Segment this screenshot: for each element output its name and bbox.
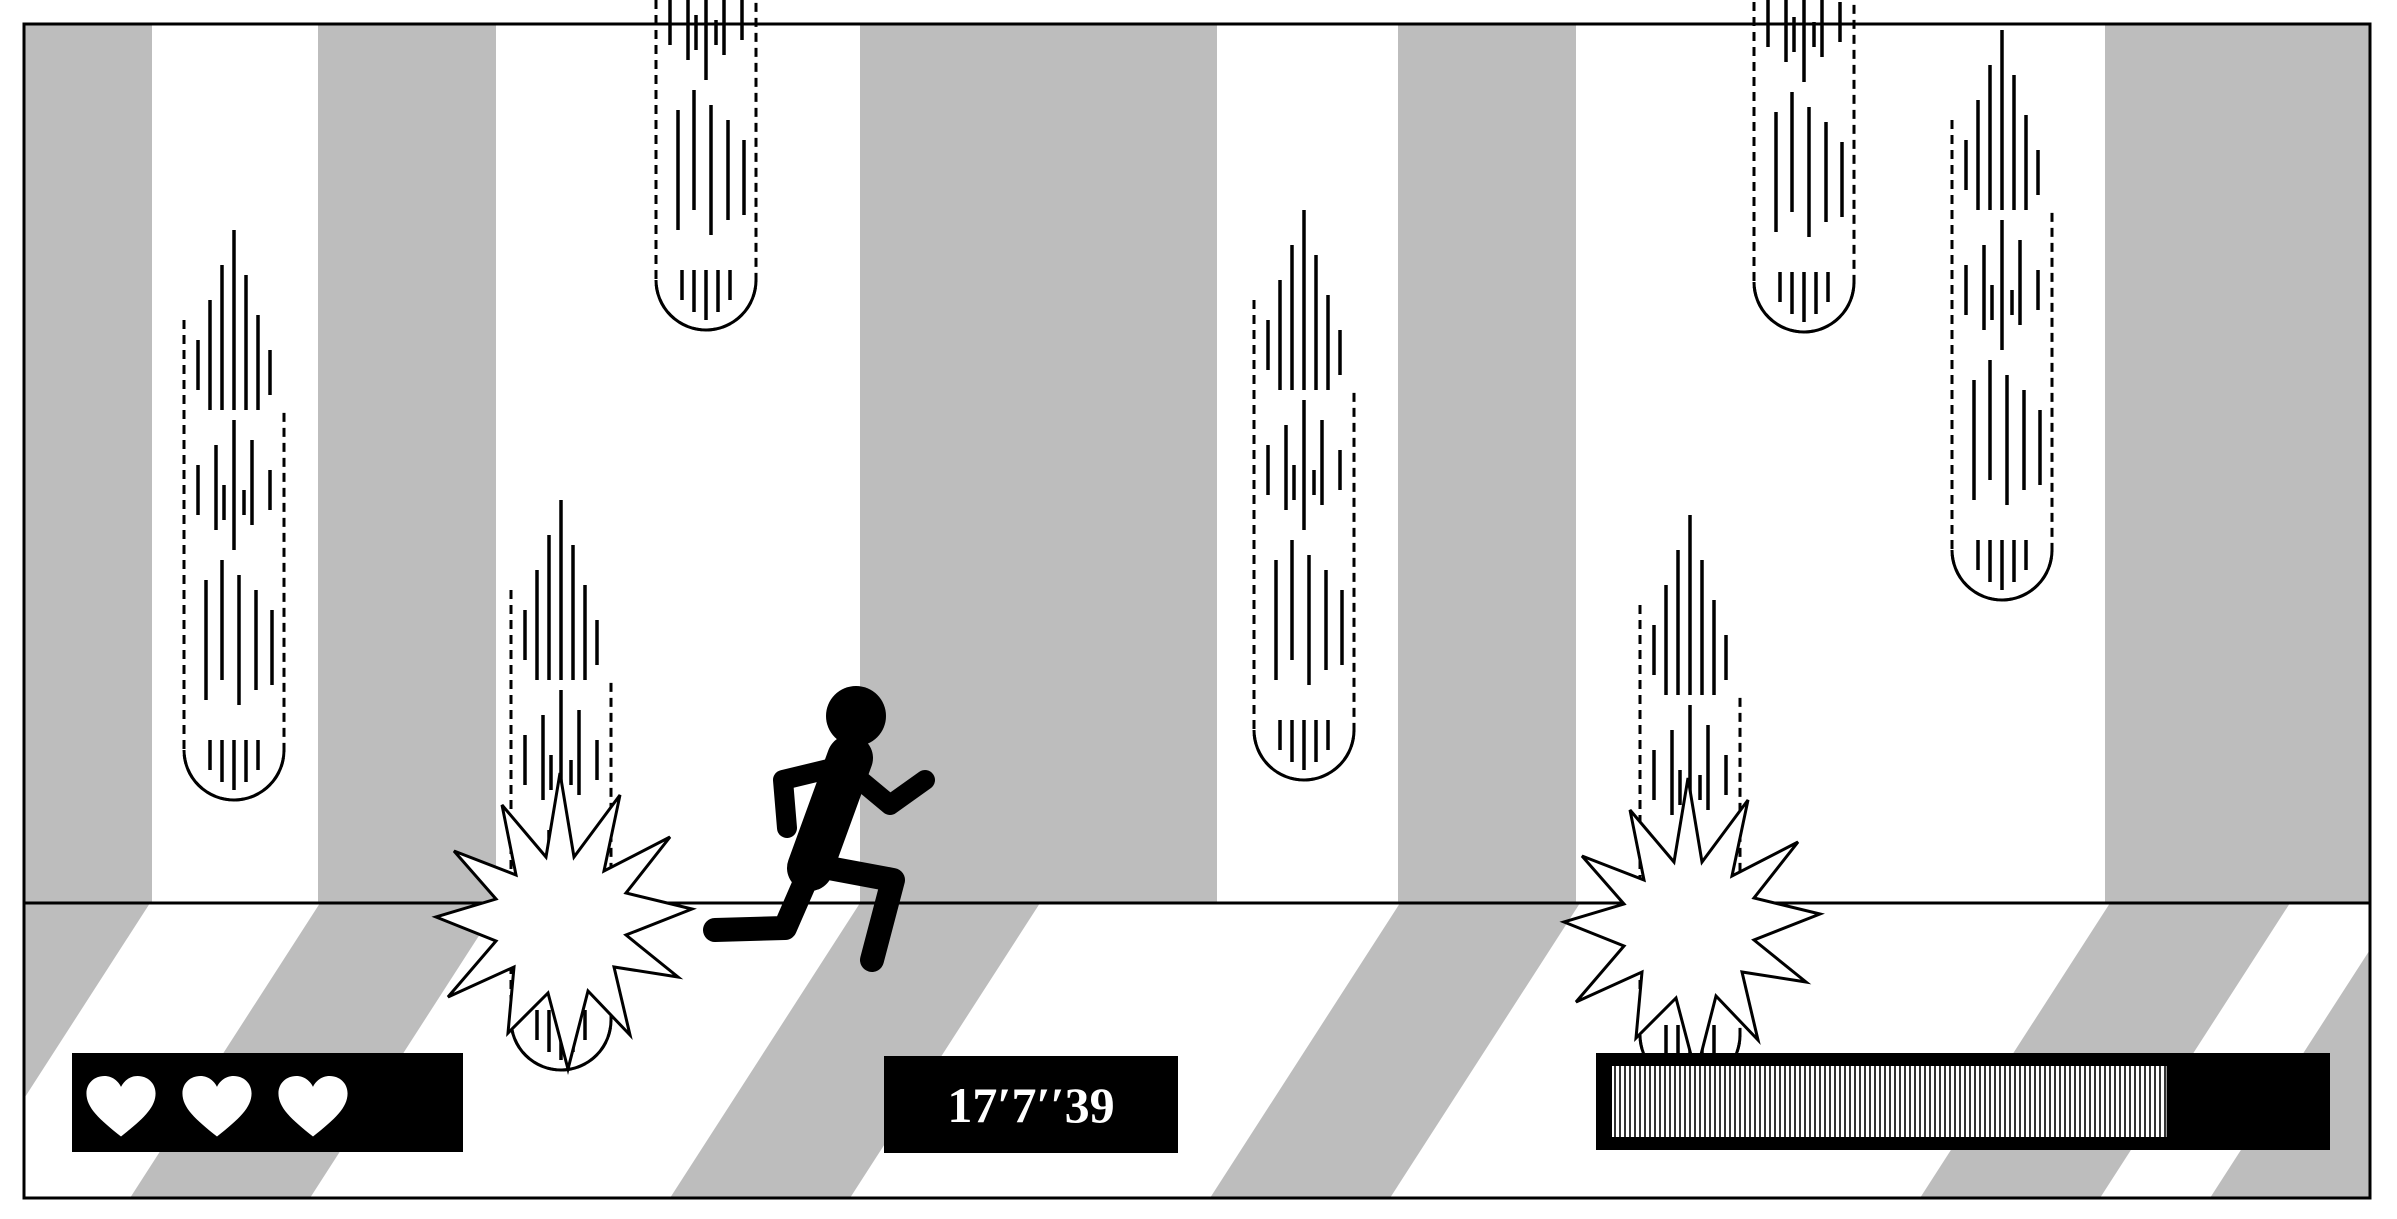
timer-text: 17′7′′39 <box>947 1077 1114 1133</box>
progress-bar-fill <box>1612 1066 2167 1137</box>
progress-panel <box>1596 1053 2330 1150</box>
falling-object <box>654 0 758 332</box>
player-runner <box>703 686 935 972</box>
falling-object <box>1752 0 1856 334</box>
lives-panel <box>72 1053 463 1152</box>
ground <box>24 901 2370 1198</box>
game-frame <box>22 22 2372 1200</box>
timer-panel: 17′7′′39 <box>884 1056 1178 1153</box>
